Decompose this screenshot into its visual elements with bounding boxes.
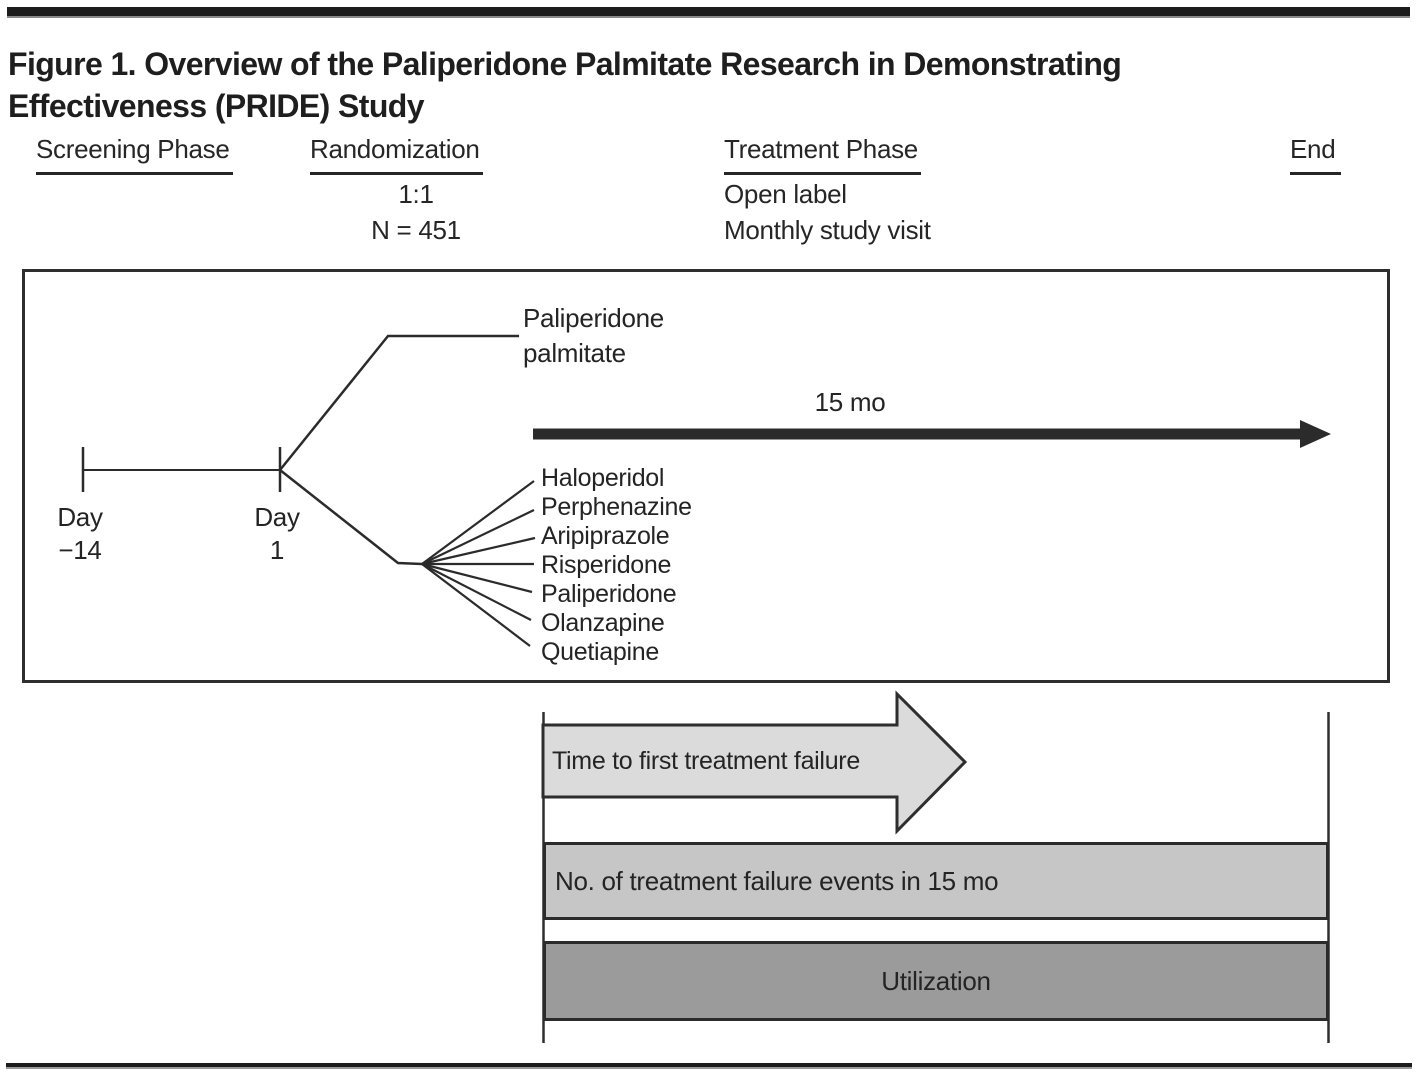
control-arm-drug: Aripiprazole — [541, 522, 670, 550]
phase-header-screening: Screening Phase — [36, 134, 233, 175]
control-arm-drug: Haloperidol — [541, 464, 665, 492]
day-rand-value: 1 — [269, 535, 285, 565]
tertiary-outcome-label: Utilization — [881, 965, 991, 996]
paliperidone-arm-line1: Paliperidone — [523, 303, 664, 333]
treatment-visit-schedule: Monthly study visit — [724, 215, 931, 245]
secondary-outcome-bar: No. of treatment failure events in 15 mo — [543, 842, 1329, 920]
treatment-open-label: Open label — [724, 179, 847, 209]
tertiary-outcome-bar: Utilization — [543, 941, 1329, 1021]
control-arm-drug: Perphenazine — [541, 493, 692, 521]
control-arm-drug: Paliperidone — [541, 580, 677, 608]
day-rand-word: Day — [254, 502, 300, 532]
paliperidone-arm-label: Paliperidone palmitate — [523, 301, 664, 371]
day-start-label: Day −14 — [30, 501, 130, 567]
oral-comparator-drug-list: Haloperidol Perphenazine Aripiprazole Ri… — [541, 464, 692, 667]
treatment-duration-label: 15 mo — [814, 387, 886, 417]
control-arm-drug: Olanzapine — [541, 609, 665, 637]
control-arm-drug: Risperidone — [541, 551, 672, 579]
phase-header-end: End — [1290, 134, 1342, 175]
primary-outcome-label: Time to first treatment failure — [552, 746, 860, 775]
figure-title: Figure 1. Overview of the Paliperidone P… — [8, 46, 1122, 125]
phase-header-randomization: Randomization — [310, 134, 483, 175]
day-start-value: −14 — [58, 535, 102, 565]
study-design-box — [22, 269, 1390, 683]
randomization-sample-size: N = 451 — [371, 215, 461, 245]
secondary-outcome-label: No. of treatment failure events in 15 mo — [555, 865, 999, 896]
top-rule — [7, 7, 1410, 18]
bottom-rule — [6, 1063, 1412, 1069]
phase-header-treatment: Treatment Phase — [724, 134, 921, 175]
randomization-ratio: 1:1 — [398, 179, 434, 209]
control-arm-drug: Quetiapine — [541, 638, 659, 666]
day-start-word: Day — [57, 502, 103, 532]
day-randomization-label: Day 1 — [227, 501, 327, 567]
paliperidone-arm-line2: palmitate — [523, 338, 626, 368]
